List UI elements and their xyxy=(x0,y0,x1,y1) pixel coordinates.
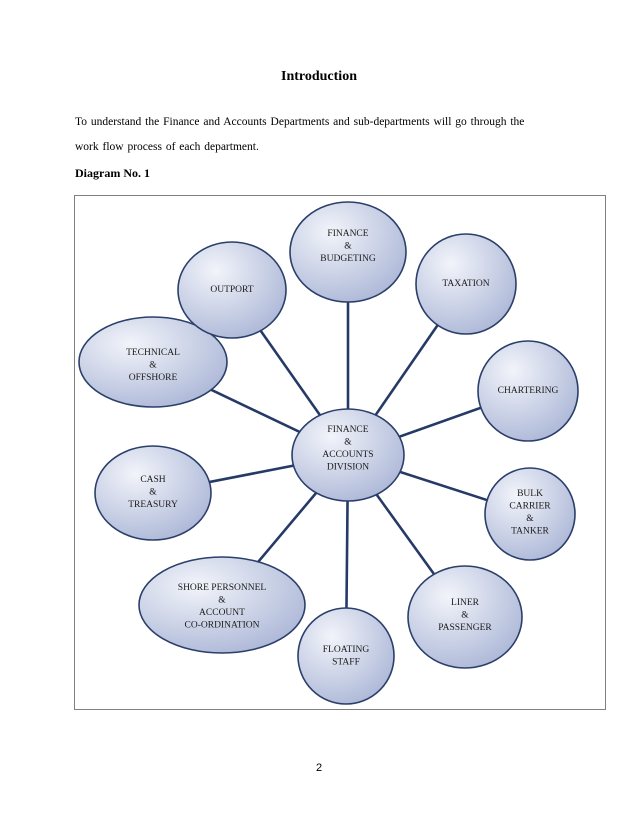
node-label-line: TAXATION xyxy=(442,279,489,289)
node-label-line: ACCOUNTS xyxy=(322,450,373,460)
node-label-line: BULK xyxy=(517,489,543,499)
node-cash-treasury: CASH & TREASURY xyxy=(94,445,212,541)
node-label-line: OFFSHORE xyxy=(129,373,178,383)
node-label-line: STAFF xyxy=(332,658,360,668)
node-bubble xyxy=(415,233,517,335)
node-shore-personnel: SHORE PERSONNEL & ACCOUNT CO-ORDINATION xyxy=(138,556,306,654)
node-label-line: CO-ORDINATION xyxy=(185,621,260,631)
node-label-line: CARRIER xyxy=(509,502,551,512)
node-label-line: CASH xyxy=(140,475,165,485)
diagram-frame xyxy=(74,195,606,710)
node-label-line: BUDGETING xyxy=(320,254,376,264)
node-finance-budgeting: FINANCE & BUDGETING xyxy=(289,201,407,303)
node-label-line: & xyxy=(344,242,352,252)
node-bubble xyxy=(291,408,405,502)
node-label-line: CHARTERING xyxy=(498,386,559,396)
node-label-line: OUTPORT xyxy=(210,285,253,295)
node-label-line: PASSENGER xyxy=(438,623,492,633)
node-label-line: ACCOUNT xyxy=(199,608,245,618)
node-outport: OUTPORT xyxy=(177,241,287,339)
node-floating-staff: FLOATING STAFF xyxy=(297,607,395,705)
node-bulk-carrier-tanker: BULK CARRIER & TANKER xyxy=(484,467,576,561)
node-bubble xyxy=(297,607,395,705)
node-liner-passenger: LINER & PASSENGER xyxy=(407,565,523,669)
node-bubble xyxy=(484,467,576,561)
node-center: FINANCE & ACCOUNTS DIVISION xyxy=(291,408,405,502)
node-label-line: & xyxy=(218,596,226,606)
node-label-line: FLOATING xyxy=(323,645,370,655)
node-technical-offshore: TECHNICAL & OFFSHORE xyxy=(78,316,228,408)
node-label-line: FINANCE xyxy=(327,229,368,239)
node-label-line: & xyxy=(149,361,157,371)
diagram-label: Diagram No. 1 xyxy=(75,166,150,180)
intro-line-2: work flow process of each department. xyxy=(75,141,259,153)
node-label-line: & xyxy=(526,514,534,524)
node-bubble xyxy=(477,340,579,442)
node-chartering: CHARTERING xyxy=(477,340,579,442)
node-bubble xyxy=(78,316,228,408)
node-bubble xyxy=(407,565,523,669)
node-label-line: TREASURY xyxy=(128,500,178,510)
node-bubble xyxy=(177,241,287,339)
node-label-line: & xyxy=(461,611,469,621)
node-label-line: & xyxy=(344,438,352,448)
node-bubble xyxy=(94,445,212,541)
intro-paragraph: To understand the Finance and Accounts D… xyxy=(75,110,575,160)
node-label-line: DIVISION xyxy=(327,463,369,473)
page-number: 2 xyxy=(315,762,323,774)
node-label-line: TECHNICAL xyxy=(126,348,180,358)
node-label-line: & xyxy=(149,488,157,498)
intro-line-1: To understand the Finance and Accounts D… xyxy=(75,116,525,128)
node-label-line: LINER xyxy=(451,598,480,608)
node-label-line: FINANCE xyxy=(327,425,368,435)
node-label-line: TANKER xyxy=(511,527,549,537)
node-bubble xyxy=(138,556,306,654)
node-bubble xyxy=(289,201,407,303)
node-label-line: SHORE PERSONNEL xyxy=(178,583,267,593)
node-taxation: TAXATION xyxy=(415,233,517,335)
page-heading: Introduction xyxy=(281,69,357,84)
